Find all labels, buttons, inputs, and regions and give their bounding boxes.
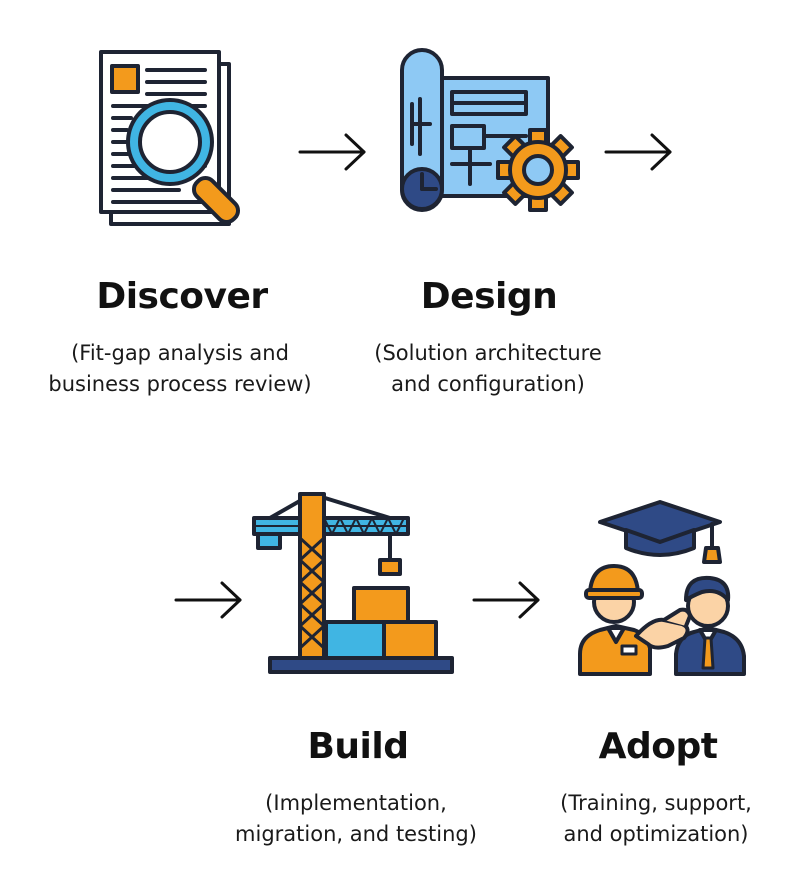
blueprint-gear-icon <box>400 48 580 212</box>
crane-blocks-icon <box>252 492 454 674</box>
graduates-handshake-icon <box>578 500 746 676</box>
step-title-build: Build <box>307 726 409 767</box>
description-line: (Training, support, <box>560 791 752 815</box>
step-description-discover: (Fit-gap analysis and business process r… <box>48 338 311 400</box>
description-line: migration, and testing) <box>235 822 477 846</box>
right-arrow-icon <box>604 133 672 171</box>
step-description-design: (Solution architecture and configuration… <box>374 338 601 400</box>
step-description-adopt: (Training, support, and optimization) <box>560 788 752 850</box>
step-title-design: Design <box>420 276 558 317</box>
right-arrow-icon <box>472 581 540 619</box>
right-arrow-icon <box>174 581 242 619</box>
description-line: (Solution architecture <box>374 341 602 365</box>
document-magnifier-icon <box>99 50 241 226</box>
description-line: (Fit-gap analysis and <box>71 341 289 365</box>
description-line: business process review) <box>48 372 312 396</box>
description-line: and optimization) <box>563 822 749 846</box>
step-description-build: (Implementation, migration, and testing) <box>235 788 477 850</box>
description-line: and configuration) <box>391 372 585 396</box>
right-arrow-icon <box>298 133 366 171</box>
step-title-discover: Discover <box>96 276 268 317</box>
description-line: (Implementation, <box>265 791 447 815</box>
step-title-adopt: Adopt <box>598 726 718 767</box>
